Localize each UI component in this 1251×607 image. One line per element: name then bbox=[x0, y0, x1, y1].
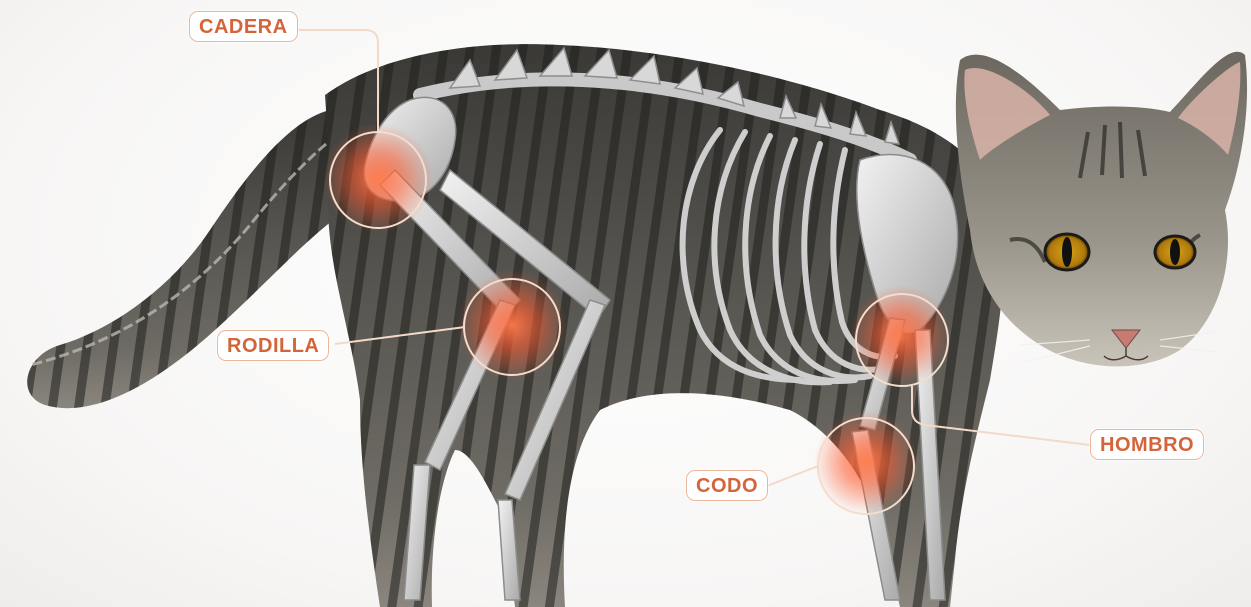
hip-label: CADERA bbox=[189, 11, 298, 42]
elbow-leader-line bbox=[767, 466, 818, 486]
shoulder-label: HOMBRO bbox=[1090, 429, 1204, 460]
hip-joint-glow bbox=[323, 123, 433, 233]
shoulder-joint-glow bbox=[850, 285, 950, 385]
elbow-label: CODO bbox=[686, 470, 768, 501]
knee-label: RODILLA bbox=[217, 330, 329, 361]
knee-joint-glow bbox=[457, 270, 567, 380]
